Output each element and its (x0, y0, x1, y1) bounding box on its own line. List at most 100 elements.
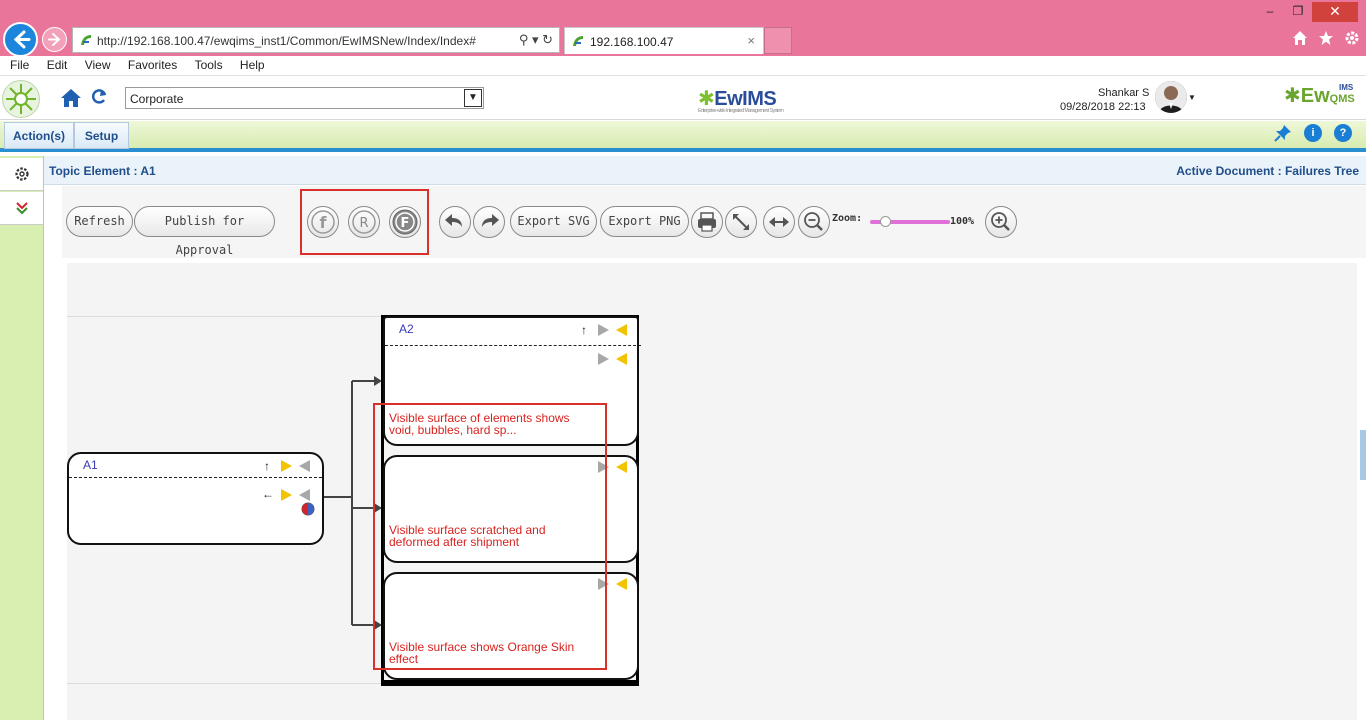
fit-width-button[interactable] (763, 206, 795, 238)
leaf-icon: ✱ (1284, 85, 1301, 107)
expand-right-icon[interactable] (598, 324, 609, 336)
pin-icon[interactable] (1274, 124, 1292, 142)
tree-node-a2[interactable]: A2 ↑ Visible surface of elements shows v… (383, 316, 641, 446)
zoom-in-icon (991, 212, 1010, 231)
up-arrow-icon[interactable]: ↑ (581, 323, 587, 337)
redo-icon (482, 214, 499, 227)
new-tab-button[interactable] (764, 27, 792, 54)
collapse-left-icon[interactable] (616, 324, 627, 336)
favorites-star-icon[interactable] (1318, 30, 1334, 46)
zoom-slider-handle[interactable] (879, 216, 891, 227)
refresh-button[interactable]: Refresh (66, 206, 133, 237)
node-text-line: effect (389, 652, 419, 666)
f-label: f (320, 213, 328, 232)
home-icon[interactable] (60, 87, 82, 109)
user-menu-dropdown-icon[interactable]: ▼ (1188, 93, 1196, 102)
collapse-left-icon[interactable] (616, 353, 627, 365)
refresh-icon[interactable] (90, 88, 108, 106)
restore-icon[interactable]: ❐ (1292, 4, 1304, 18)
collapse-left-icon[interactable] (616, 461, 627, 473)
expand-right-icon[interactable] (598, 461, 609, 473)
tab-setup[interactable]: Setup (74, 122, 129, 149)
expand-right-icon[interactable] (281, 460, 292, 472)
chevron-down-icon[interactable]: ▼ (464, 89, 482, 107)
double-chevron-down-icon (15, 202, 28, 215)
node-code: A2 (399, 322, 414, 336)
menu-file[interactable]: File (10, 58, 30, 72)
topic-header: Topic Element : A1 Active Document : Fai… (44, 156, 1366, 185)
node-divider (385, 345, 641, 346)
text-highlight-box (373, 403, 607, 670)
home-page-icon[interactable] (1292, 30, 1308, 46)
zoom-out-button[interactable] (798, 206, 830, 238)
tab-actions[interactable]: Action(s) (4, 122, 74, 149)
frf-highlight-box (300, 189, 429, 255)
export-png-button[interactable]: Export PNG (600, 206, 689, 237)
tree-node-child-3[interactable]: Visible surface shows Orange Skin effect (383, 572, 639, 680)
site-favicon-icon (81, 35, 91, 45)
collapse-left-icon[interactable] (299, 489, 310, 501)
organization-select-value: Corporate (130, 92, 184, 106)
app-logo[interactable] (2, 80, 40, 118)
node-text-line: Visible surface scratched and (389, 523, 546, 537)
tab-title: 192.168.100.47 (590, 35, 674, 49)
expand-right-icon[interactable] (281, 489, 292, 501)
f-selected-button[interactable]: F (389, 206, 421, 238)
browser-tab[interactable]: 192.168.100.47 × (564, 27, 764, 54)
expand-right-icon[interactable] (598, 578, 609, 590)
fit-to-screen-button[interactable] (725, 206, 757, 238)
active-document-label: Active Document : Failures Tree (1176, 164, 1359, 178)
left-arrow-icon[interactable]: ← (262, 487, 274, 501)
menu-edit[interactable]: Edit (46, 58, 68, 72)
redo-button[interactable] (473, 206, 505, 238)
forward-button[interactable] (42, 27, 67, 52)
help-icon[interactable]: ? (1334, 124, 1352, 142)
avatar[interactable] (1155, 81, 1187, 113)
organization-select[interactable]: Corporate ▼ (125, 87, 484, 109)
collapse-left-icon[interactable] (616, 578, 627, 590)
tree-node-a1[interactable]: A1 ↑ ← (67, 452, 324, 545)
info-icon[interactable]: i (1304, 124, 1322, 142)
node-text-line: deformed after shipment (389, 535, 520, 549)
print-button[interactable] (691, 206, 723, 238)
menu-favorites[interactable]: Favorites (127, 58, 178, 72)
sidebar-collapse-button[interactable] (0, 192, 43, 225)
minimize-icon[interactable]: – (1266, 4, 1274, 18)
menu-help[interactable]: Help (239, 58, 265, 72)
up-arrow-icon[interactable]: ↑ (264, 459, 270, 473)
back-button[interactable] (3, 22, 38, 57)
brand-right-sub: QMS (1329, 93, 1355, 105)
tree-node-child-2[interactable]: Visible surface scratched and deformed a… (383, 455, 639, 563)
tab-close-icon[interactable]: × (747, 33, 755, 48)
app-header: Corporate ▼ ✱EwIMS Enterprise-wide Integ… (0, 77, 1366, 120)
zoom-value: 100% (950, 216, 975, 227)
close-window-icon[interactable]: ✕ (1312, 2, 1358, 22)
diagram-toolbar: Refresh Publish for Approval f R F Expor… (62, 186, 1366, 258)
facebook-f-icon: f (311, 210, 335, 234)
menu-view[interactable]: View (84, 58, 111, 72)
zoom-label: Zoom: (832, 213, 863, 224)
node-text: Visible surface shows Orange Skin effect (389, 641, 574, 665)
expand-right-icon[interactable] (598, 353, 609, 365)
menu-tools[interactable]: Tools (194, 58, 223, 72)
user-avatar-icon (1155, 81, 1187, 113)
ewims-brand: ✱EwIMS Enterprise-wide Integrated Manage… (698, 86, 784, 114)
publish-for-approval-button[interactable]: Publish for Approval (134, 206, 275, 257)
settings-gear-icon[interactable] (1344, 30, 1360, 46)
expand-diagonal-icon (733, 214, 749, 230)
vertical-scrollbar-thumb[interactable] (1360, 430, 1366, 480)
sidebar-settings-button[interactable] (0, 158, 43, 191)
node-text-line: Visible surface shows Orange Skin (389, 640, 575, 654)
address-tools-icon[interactable]: ⚲ ▾ ↻ (518, 32, 553, 47)
address-bar[interactable]: http://192.168.100.47/ewqims_inst1/Commo… (72, 27, 560, 53)
zoom-in-button[interactable] (985, 206, 1017, 238)
zoom-slider-track[interactable] (870, 220, 950, 224)
r-filter-button[interactable]: R (348, 206, 380, 238)
export-svg-button[interactable]: Export SVG (510, 206, 597, 237)
left-sidebar (0, 156, 44, 720)
collapse-left-icon[interactable] (299, 460, 310, 472)
f-filter-button[interactable]: f (307, 206, 339, 238)
undo-button[interactable] (439, 206, 471, 238)
node-code: A1 (83, 458, 98, 472)
